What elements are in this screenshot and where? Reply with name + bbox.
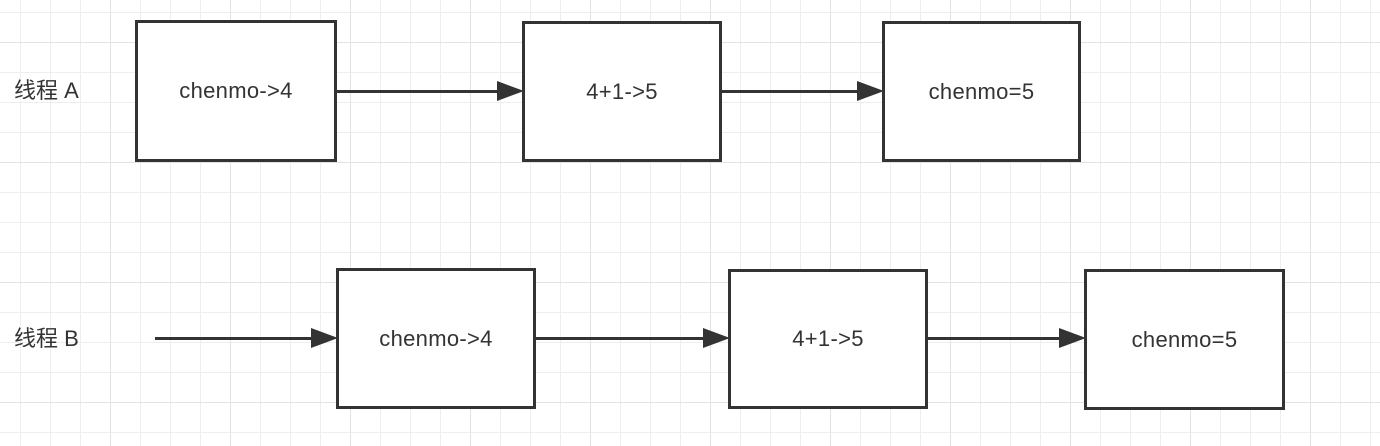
thread-b-step-1-box: chenmo->4 bbox=[336, 268, 536, 409]
thread-b-step-2-box: 4+1->5 bbox=[728, 269, 928, 409]
thread-b-label: 线程 B bbox=[14, 326, 79, 351]
arrow-shaft bbox=[155, 336, 313, 340]
arrowhead-right-icon bbox=[497, 81, 524, 101]
arrow-shaft bbox=[927, 336, 1061, 340]
thread-b-arrow-1 bbox=[535, 328, 730, 348]
arrow-shaft bbox=[535, 336, 705, 340]
thread-a-label: 线程 A bbox=[14, 78, 79, 103]
arrowhead-right-icon bbox=[1059, 328, 1086, 348]
thread-b-step-3-box: chenmo=5 bbox=[1084, 269, 1285, 410]
thread-a-step-2-box: 4+1->5 bbox=[522, 21, 722, 162]
arrow-shaft bbox=[336, 89, 499, 93]
thread-a-step-3-box: chenmo=5 bbox=[882, 21, 1081, 162]
thread-b-lead-in-arrow bbox=[155, 328, 338, 348]
arrow-shaft bbox=[721, 89, 859, 93]
arrowhead-right-icon bbox=[857, 81, 884, 101]
thread-a-arrow-1 bbox=[336, 81, 524, 101]
thread-a-arrow-2 bbox=[721, 81, 884, 101]
arrowhead-right-icon bbox=[311, 328, 338, 348]
thread-a-step-1-box: chenmo->4 bbox=[135, 20, 337, 162]
arrowhead-right-icon bbox=[703, 328, 730, 348]
thread-b-arrow-2 bbox=[927, 328, 1086, 348]
